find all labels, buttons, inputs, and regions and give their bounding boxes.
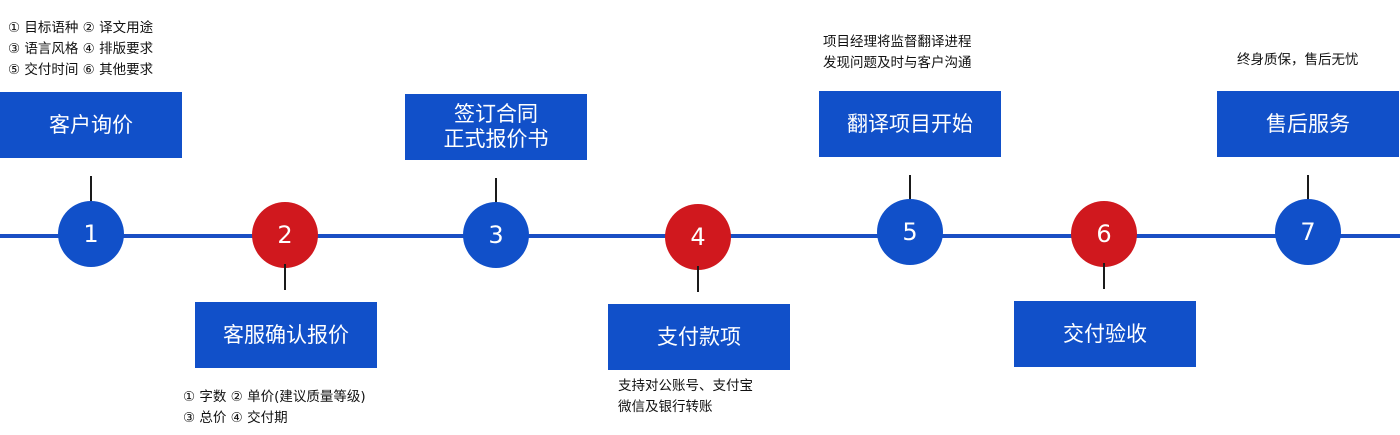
step-4-note: 支持对公账号、支付宝 微信及银行转账 [618, 378, 753, 415]
step-2-connector [284, 264, 286, 290]
step-4-box: 支付款项 [608, 304, 790, 370]
step-6-box: 交付验收 [1014, 301, 1196, 367]
step-4-node: 4 [665, 204, 731, 270]
step-7-note: 终身质保，售后无忧 [1237, 52, 1359, 68]
step-6-connector [1103, 263, 1105, 289]
step-5-box: 翻译项目开始 [819, 91, 1001, 157]
step-7-node: 7 [1275, 199, 1341, 265]
step-7-box: 售后服务 [1217, 91, 1399, 157]
step-3-box: 签订合同 正式报价书 [405, 94, 587, 160]
step-1-connector [90, 176, 92, 202]
step-5-note: 项目经理将监督翻译进程 发现问题及时与客户沟通 [823, 34, 972, 71]
step-3-node: 3 [463, 202, 529, 268]
step-5-node: 5 [877, 199, 943, 265]
step-3-connector [495, 178, 497, 204]
step-1-box: 客户询价 [0, 92, 182, 158]
step-2-node: 2 [252, 202, 318, 268]
step-7-connector [1307, 175, 1309, 201]
step-1-note: ① 目标语种 ② 译文用途 ③ 语言风格 ④ 排版要求 ⑤ 交付时间 ⑥ 其他要… [8, 20, 154, 78]
step-6-node: 6 [1071, 201, 1137, 267]
step-5-connector [909, 175, 911, 201]
step-4-connector [697, 266, 699, 292]
step-2-note: ① 字数 ② 单价(建议质量等级) ③ 总价 ④ 交付期 [183, 389, 366, 426]
step-1-node: 1 [58, 201, 124, 267]
step-2-box: 客服确认报价 [195, 302, 377, 368]
